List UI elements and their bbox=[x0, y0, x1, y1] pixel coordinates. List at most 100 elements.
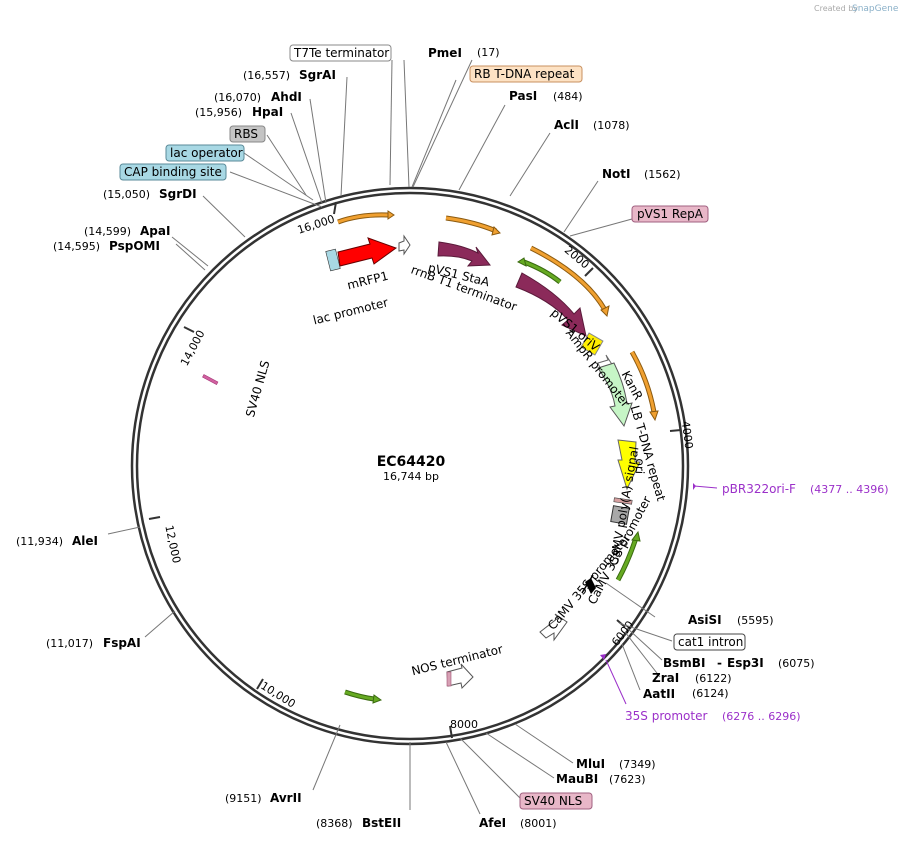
rb-tdna-repeat-box bbox=[469, 65, 583, 83]
site-bsmbi-pos: (6075) bbox=[778, 657, 815, 670]
site-afei-pos: (8001) bbox=[520, 817, 557, 830]
arrowhead bbox=[372, 694, 383, 704]
rbs-box bbox=[229, 125, 266, 143]
site-acli[interactable]: AclI bbox=[554, 118, 579, 132]
sv40-nls-label: SV40 NLS bbox=[243, 359, 273, 419]
site-apai-pos: (14,599) bbox=[84, 225, 131, 238]
green-arrow-1-fill bbox=[523, 260, 561, 284]
camv-35s-label-b: CaMV 35S promoter bbox=[545, 531, 633, 632]
tick-label: 4000 bbox=[679, 420, 696, 450]
sv40-nls-box bbox=[519, 792, 593, 810]
site-bsteii[interactable]: BstEII bbox=[362, 816, 401, 830]
camv-polya-box bbox=[610, 505, 630, 525]
primer-pbr322ori-f[interactable]: pBR322ori-F bbox=[722, 482, 796, 496]
site-pspomi[interactable]: PspOMI bbox=[109, 239, 160, 253]
green-arrow-3-fill bbox=[344, 690, 375, 701]
tick-label: 8000 bbox=[450, 718, 478, 731]
site-sgrai-pos: (16,557) bbox=[243, 69, 290, 82]
site-hpai[interactable]: HpaI bbox=[252, 105, 283, 119]
cap-binding-site-text: CAP binding site bbox=[124, 165, 222, 179]
restriction-sites: PmeI (17) PasI (484) AclI (1078) NotI (1… bbox=[16, 46, 815, 830]
pvs1-repa-arrow-fill bbox=[530, 246, 607, 311]
arrowhead bbox=[517, 257, 527, 267]
site-esp3i[interactable]: Esp3I bbox=[727, 656, 764, 670]
feature-labels: mRFP1 lac promoter pVS1 StaA rrnB T1 ter… bbox=[243, 260, 668, 678]
t7te-terminator-text: T7Te terminator bbox=[293, 46, 389, 60]
lac-operator-text: lac operator bbox=[170, 146, 243, 160]
site-ahdi[interactable]: AhdI bbox=[271, 90, 302, 104]
arrowhead bbox=[491, 226, 501, 236]
camv-35s-glyph bbox=[585, 578, 596, 594]
site-hpai-pos: (15,956) bbox=[195, 106, 242, 119]
site-alei-pos: (11,934) bbox=[16, 535, 63, 548]
mrfp1-label: mRFP1 bbox=[346, 269, 390, 293]
lac-promoter-label: lac promoter bbox=[312, 295, 390, 327]
orange-arrow-4-fill bbox=[630, 351, 656, 413]
site-sgrdi-pos: (15,050) bbox=[103, 188, 150, 201]
site-maubi[interactable]: MauBI bbox=[556, 772, 598, 786]
35s-primer-marker bbox=[600, 654, 606, 660]
site-aatii-pos: (6124) bbox=[692, 687, 729, 700]
green-arrow-2-fill bbox=[616, 537, 638, 581]
pvs1-repa-text: pVS1 RepA bbox=[637, 207, 704, 221]
inner-features bbox=[202, 234, 641, 690]
pvs1-oriv-arrow bbox=[515, 272, 587, 337]
pbr322ori-f-marker bbox=[693, 483, 696, 490]
site-sgrai[interactable]: SgrAI bbox=[299, 68, 336, 82]
ori-label: ori bbox=[633, 458, 648, 474]
plasmid-length: 16,744 bp bbox=[383, 470, 439, 483]
primers: pBR322ori-F (4377 .. 4396) 35S promoter … bbox=[600, 482, 889, 723]
site-fspai[interactable]: FspAI bbox=[103, 636, 141, 650]
site-asisi[interactable]: AsiSI bbox=[688, 613, 722, 627]
site-alei[interactable]: AleI bbox=[72, 534, 98, 548]
cat1-intron-box bbox=[673, 633, 746, 651]
mrfp1-arrow bbox=[337, 237, 398, 267]
sv40-nls-text: SV40 NLS bbox=[524, 794, 582, 808]
site-avrii-pos: (9151) bbox=[225, 792, 262, 805]
backbone-inner bbox=[135, 191, 685, 741]
rb-tdna-repeat-text: RB T-DNA repeat bbox=[474, 67, 575, 81]
t7te-feature-arrow-fill bbox=[337, 213, 389, 224]
created-by-text: Created by bbox=[814, 4, 858, 13]
camv-35s-promoter-arrow bbox=[539, 613, 568, 642]
site-aatii[interactable]: AatII bbox=[643, 687, 675, 701]
rrnb-terminator-glyph bbox=[398, 234, 411, 256]
leader-lines bbox=[107, 59, 718, 815]
arrowhead bbox=[649, 410, 659, 422]
site-mlui[interactable]: MluI bbox=[576, 757, 605, 771]
pvs1-stab-arrow bbox=[437, 241, 491, 267]
site-apai[interactable]: ApaI bbox=[140, 224, 170, 238]
site-pmei[interactable]: PmeI bbox=[428, 46, 462, 60]
kanr-arrow bbox=[597, 362, 633, 428]
site-sgrdi[interactable]: SgrDI bbox=[159, 187, 197, 201]
rb-tdna-arrow-fill bbox=[445, 216, 497, 233]
site-maubi-pos: (7623) bbox=[609, 773, 646, 786]
site-noti[interactable]: NotI bbox=[602, 167, 631, 181]
site-bsteii-pos: (8368) bbox=[316, 817, 353, 830]
site-asisi-pos: (5595) bbox=[737, 614, 774, 627]
arrowhead bbox=[631, 530, 641, 542]
site-bsmbi[interactable]: BsmBI bbox=[663, 656, 705, 670]
cat1-intron-text: cat1 intron bbox=[678, 635, 743, 649]
site-zrai-pos: (6122) bbox=[695, 672, 732, 685]
ori-arrow bbox=[617, 439, 641, 491]
site-pasi-pos: (484) bbox=[553, 90, 583, 103]
primer-35s-promoter[interactable]: 35S promoter bbox=[625, 709, 707, 723]
site-sep: - bbox=[717, 656, 722, 670]
t7te-terminator-box bbox=[289, 44, 392, 62]
boxed-labels: T7Te terminator RB T-DNA repeat pVS1 Rep… bbox=[119, 44, 746, 810]
primer-35s-promoter-pos: (6276 .. 6296) bbox=[722, 710, 801, 723]
rbs-text: RBS bbox=[234, 127, 258, 141]
site-afei[interactable]: AfeI bbox=[479, 816, 506, 830]
site-zrai[interactable]: ZraI bbox=[652, 671, 679, 685]
site-avrii[interactable]: AvrII bbox=[270, 791, 302, 805]
site-pmei-pos: (17) bbox=[477, 46, 500, 59]
cap-lac-feature bbox=[325, 248, 341, 272]
site-pasi[interactable]: PasI bbox=[509, 89, 537, 103]
site-pspomi-pos: (14,595) bbox=[53, 240, 100, 253]
arrowhead bbox=[600, 305, 610, 318]
site-noti-pos: (1562) bbox=[644, 168, 681, 181]
pvs1-oriv-box bbox=[580, 332, 604, 356]
snapgene-logo-text: SnapGene bbox=[852, 4, 899, 14]
pvs1-repa-box bbox=[631, 205, 709, 223]
